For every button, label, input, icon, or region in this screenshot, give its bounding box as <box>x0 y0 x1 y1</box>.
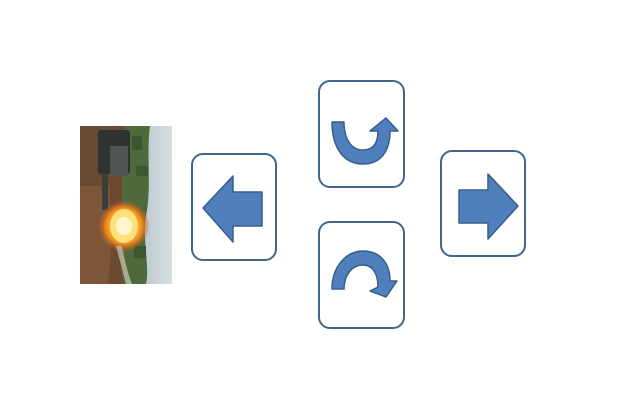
curved-arrow-down-icon <box>331 250 398 298</box>
rotate-down-button[interactable] <box>318 221 405 329</box>
tank-firing-photo <box>80 126 172 284</box>
move-right-button[interactable] <box>440 150 526 257</box>
move-left-button[interactable] <box>191 153 277 261</box>
rotate-up-button[interactable] <box>318 80 405 188</box>
arrow-right-icon <box>458 173 519 240</box>
u-turn-arrow-icon <box>331 117 399 165</box>
arrow-left-icon <box>202 175 263 243</box>
